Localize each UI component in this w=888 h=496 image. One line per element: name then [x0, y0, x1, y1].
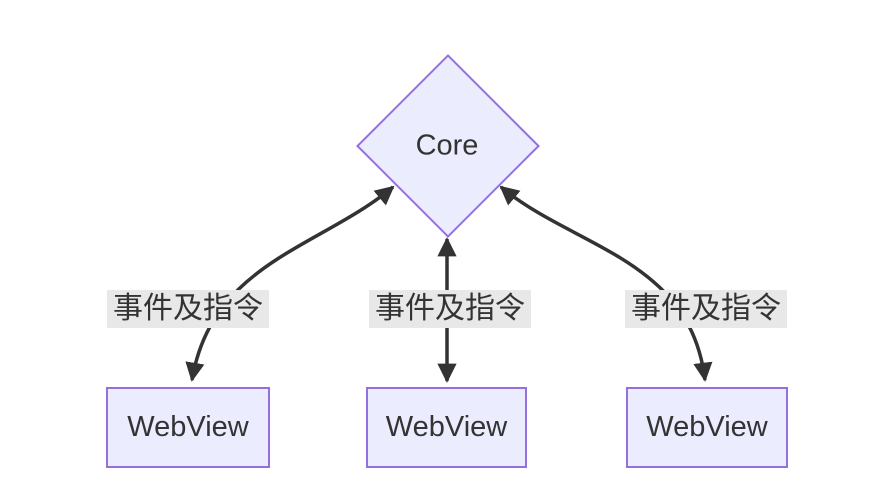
node-core-label: Core [415, 129, 479, 162]
edge-right-bidirectional-arrow [499, 185, 713, 382]
node-webview-left: WebView [106, 387, 270, 468]
node-webview-middle: WebView [366, 387, 527, 468]
edge-label-right: 事件及指令 [625, 290, 787, 328]
edge-label-left: 事件及指令 [107, 290, 269, 328]
edge-label-middle: 事件及指令 [369, 290, 531, 328]
node-webview-middle-label: WebView [385, 411, 508, 443]
edge-left-bidirectional-arrow [185, 185, 395, 382]
node-webview-right-label: WebView [646, 411, 768, 443]
node-webview-right: WebView [626, 387, 788, 468]
node-webview-left-label: WebView [127, 411, 249, 443]
